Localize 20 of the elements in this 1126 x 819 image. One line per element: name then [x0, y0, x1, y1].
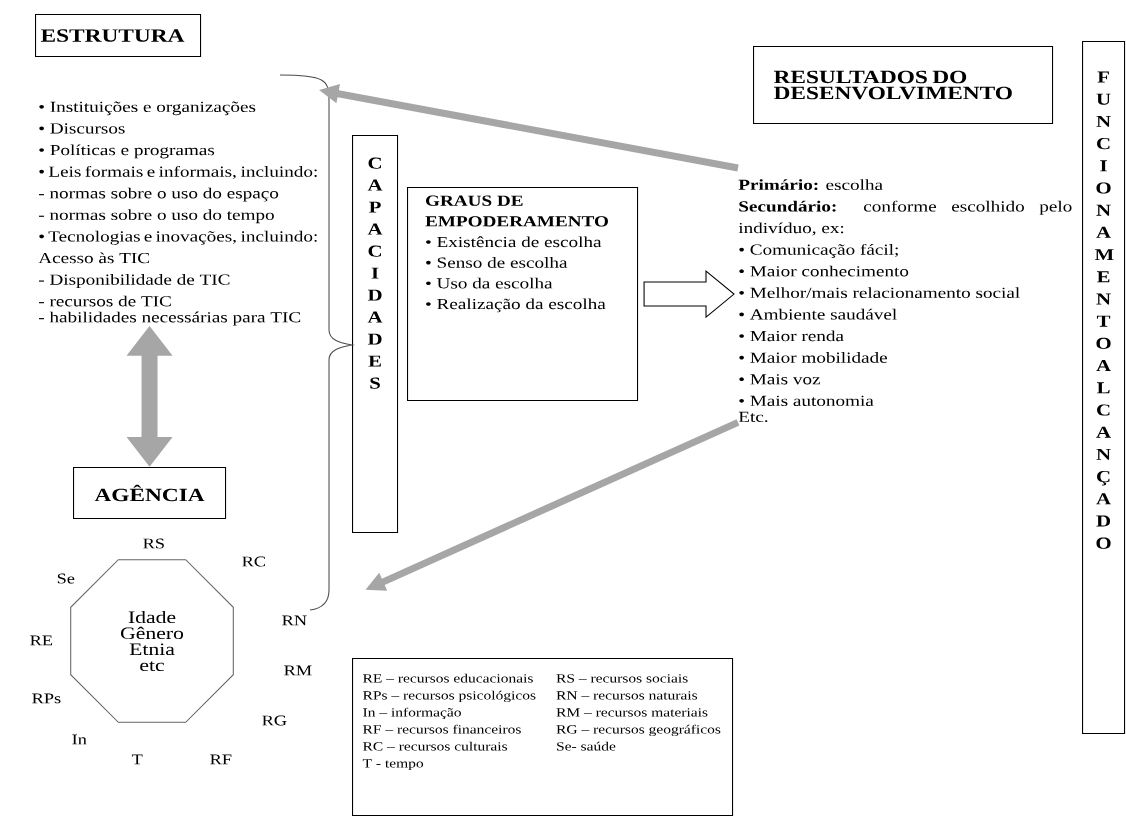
resource-label: RN [282, 615, 307, 626]
title-box: RESULTADOS DO DESENVOLVIMENTO [753, 46, 1054, 125]
resource-label: RG [262, 715, 287, 726]
title-box: ESTRUTURA [35, 14, 202, 58]
key-box: RE – recursos educacionais RS – recursos sociais RPs – recursos psicológicos RN – recursos naturais In – informação RM – recursos materiais RF – recursos financeiros RG – recursos geográficos RC – recursos culturais Se- saúde T - tempo [352, 658, 734, 817]
resource-label: RS [143, 538, 164, 549]
resource-label: In [72, 734, 87, 745]
bullet-list: Primário: escolha Secundário: conforme escolhido pelo indivíduo, ex: • Comunicação fácil; • Maior conhecimento • Melhor/mais relacionamento social • Ambiente saudável • Maior renda • Maior mobilidade • Mais voz • Mais autonomia Etc. [738, 179, 1072, 423]
bullet-list: • Instituições e organizações • Discursos • Políticas e programas • Leis formais e informais, incluindo: - normas sobre o uso do espaço - normas sobre o uso do tempo • Tecnologias e inovações, incluindo: Acesso às TIC - Disponibilidade de TIC - recursos de TIC - habilidades necessárias para TIC [38, 101, 317, 326]
vertical-label-box: CAPACIDADES [352, 135, 399, 534]
resource-label: T [131, 754, 143, 765]
resource-label: RF [210, 754, 232, 765]
content-box: GRAUS DE EMPODERAMENTO • Existência de escolha • Senso de escolha • Uso da escolha • Realização da escolha [407, 187, 639, 402]
vertical-label-box: FUNCIONAMENTO ALCANÇADO [1082, 41, 1126, 735]
resource-label: RM [284, 665, 312, 676]
resource-label: RPs [32, 693, 61, 704]
resource-label: RE [30, 635, 53, 646]
block-arrow [643, 269, 735, 319]
title-box: AGÊNCIA [73, 467, 227, 520]
resource-label: RC [242, 556, 266, 567]
